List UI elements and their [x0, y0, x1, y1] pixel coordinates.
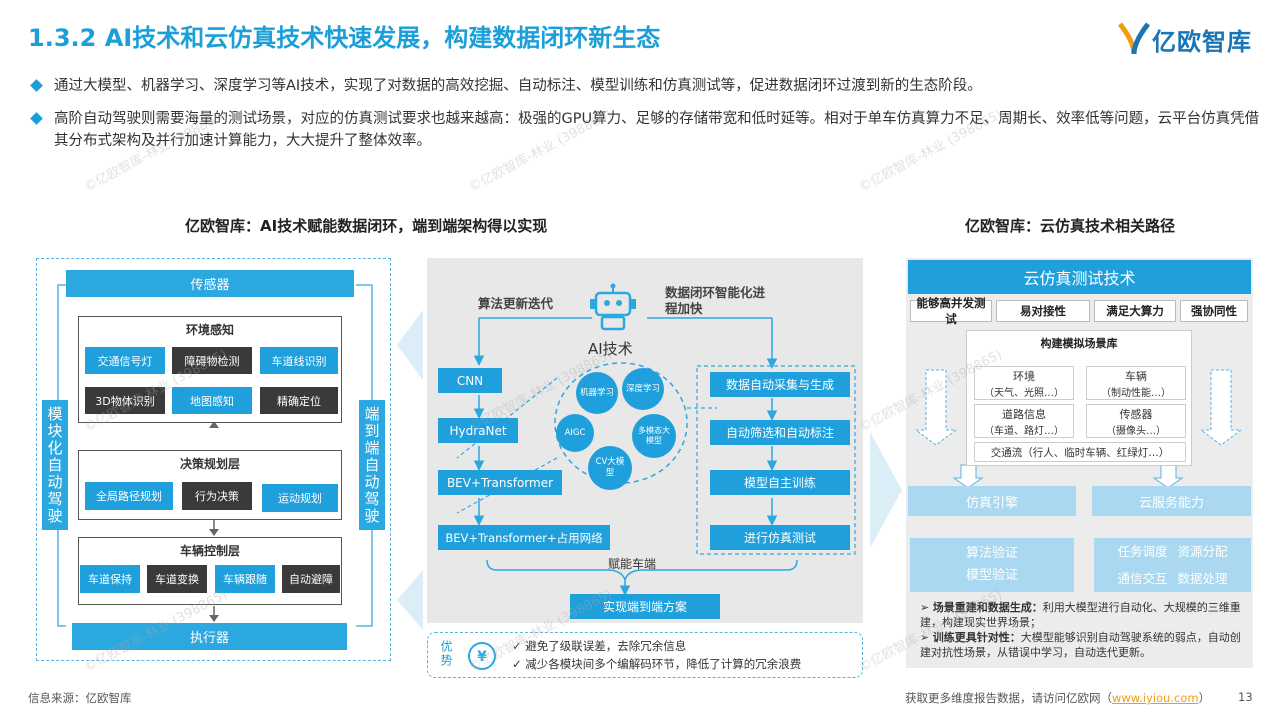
chain-bev: BEV+Transformer [438, 470, 562, 495]
algo-update-label: 算法更新迭代 [478, 296, 554, 311]
closed-loop-label: 数据闭环智能化进程加快 [665, 285, 766, 316]
left-arrows [397, 310, 423, 630]
more-info: 获取更多维度报告数据，请访问亿欧网（www.iyiou.com） [905, 691, 1211, 705]
plan-item-motion: 运动规划 [262, 484, 338, 512]
plan-item-global: 全局路径规划 [85, 482, 173, 510]
logo-text: 亿欧智库 [1152, 28, 1252, 56]
ctrl-item-keep: 车道保持 [80, 565, 140, 593]
ctrl-item-avoid: 自动避障 [282, 565, 340, 593]
cloud-note-2: ➢ 训练更具针对性：大模型能够识别自动驾驶系统的弱点，自动创建对抗性场景，从错误… [920, 631, 1241, 659]
chain-train: 模型自主训练 [710, 470, 850, 495]
left-section-title: 亿欧智库：AI技术赋能数据闭环，端到端架构得以实现 [185, 217, 548, 235]
right-arrow [870, 432, 902, 548]
page-title: 1.3.2 AI技术和云仿真技术快速发展，构建数据闭环新生态 [28, 24, 661, 52]
modular-label: 模块化自动驾驶 [42, 400, 68, 530]
cloud-output-box: 任务调度 资源分配 通信交互 数据处理 [1094, 538, 1251, 592]
modular-panel [36, 258, 391, 661]
cloud-arrows [914, 369, 1243, 489]
svg-text:¥: ¥ [477, 649, 487, 665]
engine-output-box: 算法验证 模型验证 [910, 538, 1074, 592]
env-item-obstacle: 障碍物检测 [172, 347, 252, 374]
feature-collab: 强协同性 [1180, 300, 1248, 322]
bullet-1: 通过大模型、机器学习、深度学习等AI技术，实现了对数据的高效挖掘、自动标注、模型… [30, 75, 1262, 97]
chain-hydranet: HydraNet [438, 418, 518, 443]
env-item-lane: 车道线识别 [260, 347, 338, 374]
ctrl-item-follow: 车辆跟随 [215, 565, 275, 593]
cloud-service-box: 云服务能力 [1092, 486, 1251, 516]
source-note: 信息来源：亿欧智库 [28, 691, 132, 705]
env-item-localization: 精确定位 [260, 387, 338, 414]
chain-sim-test: 进行仿真测试 [710, 525, 850, 550]
chain-auto-collect: 数据自动采集与生成 [710, 372, 850, 397]
right-section-title: 亿欧智库：云仿真技术相关路径 [965, 217, 1176, 235]
advantages-box [427, 632, 863, 678]
scene-env: 环境 （天气、光照…） [974, 366, 1074, 400]
scene-traffic: 交通流（行人、临时车辆、红绿灯…） [974, 442, 1186, 462]
feature-interface: 易对接性 [996, 300, 1090, 322]
sensor-box: 传感器 [66, 270, 354, 297]
robot-icon [590, 283, 636, 331]
cloud-header: 云仿真测试技术 [908, 260, 1251, 294]
actuator-box: 执行器 [72, 623, 347, 650]
env-item-map: 地图感知 [172, 387, 252, 414]
advantage-label: 优势 [439, 640, 453, 668]
bubble-ml: 机器学习 [576, 372, 618, 414]
advantage-2: ✓ 减少各模块间多个编解码环节，降低了计算的冗余浪费 [512, 657, 802, 671]
plan-item-behavior: 行为决策 [182, 482, 252, 510]
cloud-note-1: ➢ 场景重建和数据生成：利用大模型进行自动化、大规模的三维重建，构建现实世界场景… [920, 601, 1241, 629]
env-item-3d: 3D物体识别 [85, 387, 165, 414]
yuan-coin-icon: ¥ [468, 642, 496, 670]
bubble-aigc: AIGC [556, 414, 594, 452]
bullet-2: 高阶自动驾驶则需要海量的测试场景，对应的仿真测试要求也越来越高：极强的GPU算力… [30, 108, 1262, 152]
page-number: 13 [1238, 690, 1253, 704]
yiou-logo-icon [1118, 22, 1150, 55]
ai-tech-label: AI技术 [588, 340, 633, 358]
end-to-end-label: 端到端自动驾驶 [359, 400, 385, 530]
advantage-1: ✓ 避免了级联误差，去除冗余信息 [512, 639, 687, 653]
sim-engine-box: 仿真引擎 [908, 486, 1076, 516]
ctrl-item-change: 车道变换 [147, 565, 207, 593]
scene-vehicle: 车辆 （制动性能…） [1086, 366, 1186, 400]
chain-bev-occupancy: BEV+Transformer+占用网络 [438, 525, 610, 550]
scene-road: 道路信息 （车道、路灯…） [974, 404, 1074, 438]
feature-compute: 满足大算力 [1094, 300, 1176, 322]
empower-label: 赋能车端 [608, 557, 657, 571]
bubble-dl: 深度学习 [622, 368, 664, 410]
solution-box: 实现端到端方案 [570, 594, 720, 619]
feature-concurrent: 能够高并发测试 [910, 296, 992, 326]
bubble-multimodal: 多模态大模型 [632, 414, 676, 458]
bubble-cv: CV大模型 [588, 446, 632, 490]
chain-auto-label: 自动筛选和自动标注 [710, 420, 850, 445]
chain-cnn: CNN [438, 368, 502, 393]
scene-sensor: 传感器 （摄像头…） [1086, 404, 1186, 438]
env-item-traffic-light: 交通信号灯 [85, 347, 165, 374]
iyiou-link[interactable]: www.iyiou.com [1112, 691, 1199, 705]
scene-library-box: 构建模拟场景库 [966, 330, 1192, 466]
